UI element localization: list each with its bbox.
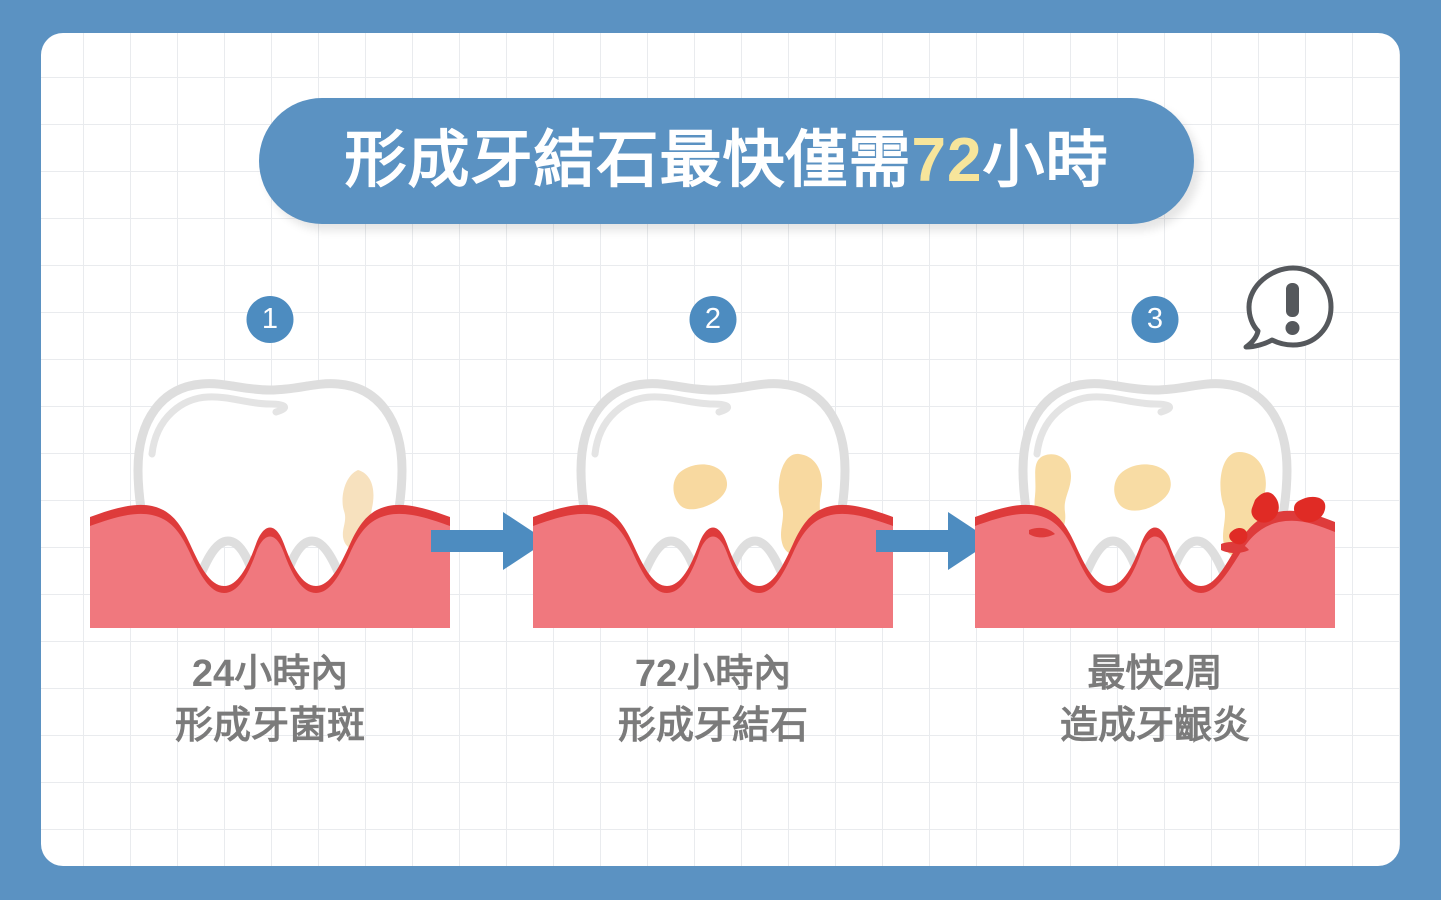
page-title: 形成牙結石最快僅需72小時 (345, 130, 1109, 192)
tooth-illustration-2 (533, 379, 893, 628)
gum-base-2 (533, 603, 893, 628)
step-caption-3: 最快2周 造成牙齦炎 (975, 648, 1335, 753)
step-badge-3: 3 (1131, 296, 1179, 343)
step-caption-2-line1: 72小時內 (634, 653, 792, 695)
gum-fill-1 (90, 513, 450, 628)
step-caption-3-line1: 最快2周 (1087, 653, 1223, 695)
step-1: 1 24小時內 形成牙菌斑 (90, 296, 450, 766)
plaque-spot-3b (1114, 464, 1171, 511)
plaque-spot-2a (673, 464, 728, 510)
gum-inflammation-3 (1221, 542, 1249, 553)
title-pill: 形成牙結石最快僅需72小時 (259, 98, 1194, 224)
step-2: 2 72小時內 形成牙結石 (533, 296, 893, 766)
step-caption-3-line2: 造成牙齦炎 (1059, 705, 1250, 748)
exclamation-dot (1285, 321, 1300, 335)
title-suffix: 小時 (982, 126, 1109, 195)
blood-drop-3 (1229, 527, 1248, 545)
blood-drop-2 (1293, 496, 1326, 523)
blood-drop-1 (1251, 492, 1279, 523)
step-caption-1-line2: 形成牙菌斑 (174, 705, 365, 748)
gum-fill-2 (533, 513, 893, 628)
gum-base-1 (90, 603, 450, 628)
tooth-highlight-3 (1033, 393, 1173, 458)
step-caption-2-line2: 形成牙結石 (617, 705, 808, 748)
tooth-illustration-1 (90, 379, 450, 628)
arrow-right-icon-1 (431, 512, 547, 570)
step-caption-1: 24小時內 形成牙菌斑 (90, 648, 450, 753)
step-caption-2: 72小時內 形成牙結石 (533, 648, 893, 753)
step-caption-1-line1: 24小時內 (191, 653, 349, 695)
tooth-highlight-1 (148, 393, 288, 458)
gum-fill-3 (975, 513, 1335, 628)
title-highlight: 72 (911, 126, 983, 195)
step-3: 3 最快2周 造成牙齦炎 (975, 296, 1335, 766)
tooth-highlight-2 (591, 393, 731, 458)
gum-base-3 (975, 603, 1335, 628)
tooth-illustration-3 (975, 379, 1335, 628)
alert-speech-bubble-icon (1243, 265, 1334, 350)
step-badge-2: 2 (689, 296, 737, 343)
title-prefix: 形成牙結石最快僅需 (344, 126, 912, 195)
exclamation-stem (1286, 283, 1299, 317)
arrow-right-icon-2 (876, 512, 992, 570)
step-badge-1: 1 (246, 296, 294, 343)
gum-inflammation-3b (1029, 527, 1055, 538)
